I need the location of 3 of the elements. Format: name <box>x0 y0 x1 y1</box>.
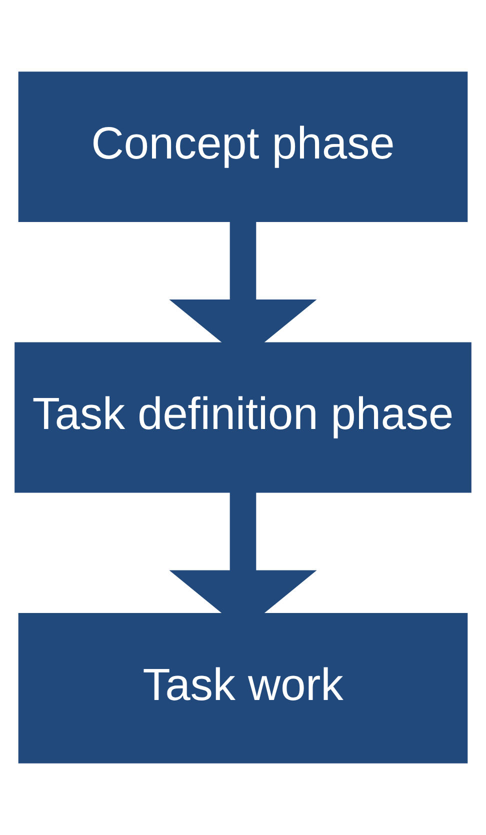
node-box: Task work <box>18 613 468 764</box>
node-box: Concept phase <box>18 72 468 222</box>
node-box: Task definition phase <box>14 342 472 493</box>
